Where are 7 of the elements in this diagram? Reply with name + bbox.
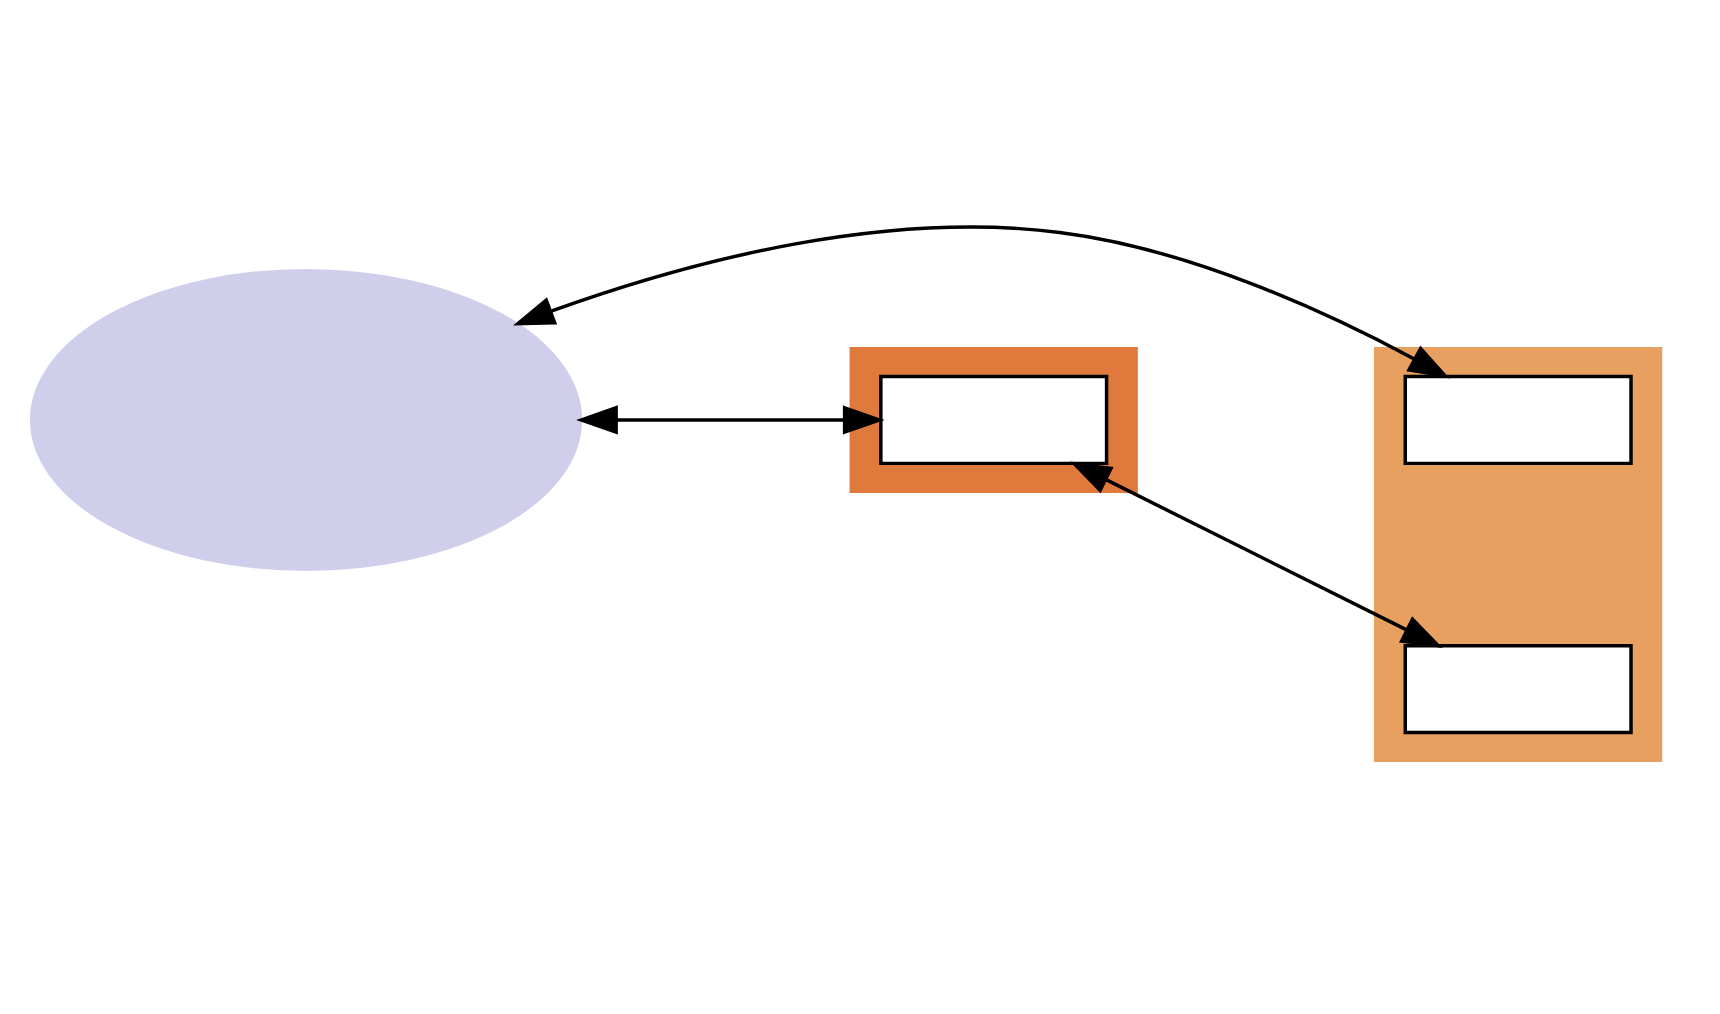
arrow	[513, 225, 1450, 379]
node-cloud	[29, 268, 583, 572]
arrow	[1069, 461, 1443, 648]
node-box	[1403, 374, 1633, 466]
node-box	[879, 374, 1109, 466]
arrow	[576, 405, 885, 435]
node-box	[1403, 643, 1633, 735]
